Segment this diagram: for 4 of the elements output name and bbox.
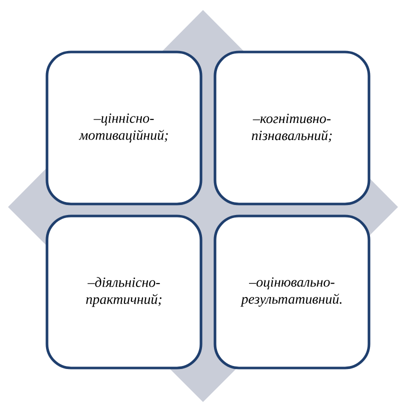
rounded-box: –оцінювально- результативний. <box>214 214 370 370</box>
rounded-box: –діяльнісно- практичний; <box>46 214 202 370</box>
rounded-box: –когнітивно- пізнавальний; <box>214 50 370 206</box>
rounded-box: –ціннісно- мотиваційний; <box>46 50 202 206</box>
